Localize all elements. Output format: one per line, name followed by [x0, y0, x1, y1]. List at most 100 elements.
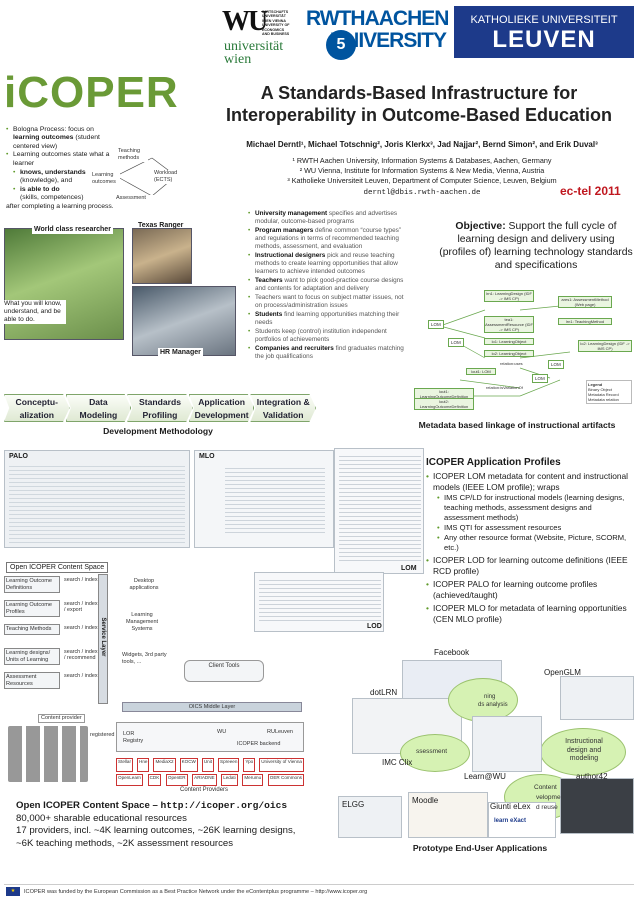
diagram-teaching: Teaching methods [118, 148, 148, 162]
lor-registry: LOR Registry [123, 731, 144, 744]
meta-node-tm: lrn1: TeachingMethod [558, 318, 612, 325]
affiliations: ¹ RWTH Aachen University, Information Sy… [210, 156, 634, 186]
lom-screenshot: LOM [334, 448, 424, 574]
oics-operation: search / index [64, 673, 98, 679]
prototype-collage: Facebook OpenGLM dotLRN ning ds analysis… [324, 646, 636, 840]
meta-node-lo2: lo2: LearningObject [484, 350, 534, 357]
content-provider: University of Vienna [259, 758, 304, 772]
contact-email[interactable]: derntl@dbis.rwth-aachen.de [363, 189, 481, 197]
lod-label: LOD [367, 623, 382, 630]
oics-summary-line-3: ~6K teaching methods, ~2K assessment res… [16, 837, 234, 849]
middle-layer-label: OICS Middle Layer [188, 704, 236, 710]
desktop-apps: Desktop applications [129, 578, 159, 591]
oics-url[interactable]: http://icoper.org/oics [160, 800, 288, 811]
stakeholder-item: Students find learning opportunities mat… [248, 311, 408, 327]
learnexact-shot [488, 802, 556, 838]
intro-sub-able: is able to do(skills, competences) [13, 186, 114, 203]
meta-relation-variation: relation:isVariationOf [486, 385, 523, 390]
lod-content [259, 577, 381, 621]
oics-resource-type: Learning Outcome Definitions [4, 576, 60, 594]
footer-text: ICOPER was funded by the European Commis… [24, 889, 368, 895]
lod-screenshot: LOD [254, 572, 384, 632]
metadata-linkage-diagram: lrn1: LearningDesign (IDF -> IMS CP) are… [400, 288, 634, 414]
author42-shot [560, 778, 634, 834]
oics-operation: search / index [64, 625, 98, 631]
meta-lom-label-2: LOM [448, 338, 464, 347]
researcher-panel: World class researcher Texas Ranger HR M… [4, 220, 236, 360]
intro-bullets: Bologna Process: focus on learning outco… [6, 126, 114, 211]
backend-rul: RULeuven [267, 729, 293, 735]
label-hr-manager: HR Manager [158, 348, 203, 357]
oics-resource-type: Teaching Methods [4, 624, 60, 635]
leuven-logo: KATHOLIEKE UNIVERSITEIT LEUVEN [454, 6, 634, 58]
service-layer-label: Service Layer [100, 617, 106, 657]
oics-summary-line-2: 17 providers, incl. ~4K learning outcome… [16, 825, 296, 836]
title-line-1: A Standards-Based Infrastructure for [260, 83, 578, 103]
meta-node-lod2: lout2: LearningOutcomeDefinition [414, 398, 474, 410]
profile-item: ICOPER LOD for learning outcome definiti… [426, 555, 634, 577]
middle-layer-bar: OICS Middle Layer [122, 702, 302, 712]
label-learnwu: Learn@WU [464, 772, 506, 781]
label-assessment: ssessment [416, 748, 448, 755]
authors: Michael Derntl¹, Michael Totschnig², Jor… [246, 140, 598, 149]
oics-operation: search / index / recommend [64, 649, 98, 662]
stakeholder-item: Instructional designers pick and reuse t… [248, 252, 408, 276]
widgets-tools: Widgets, 3rd party tools, ... [122, 652, 167, 665]
profile-sub-item: IMS QTI for assessment resources [437, 523, 634, 533]
label-giunti: Giunti eLex [490, 802, 531, 811]
footer-bar: ★ ICOPER was funded by the European Comm… [4, 884, 634, 898]
lom-content [339, 453, 421, 563]
meta-node-lout1: lout1: LOM [466, 368, 496, 375]
label-imcclix: IMC Clix [382, 758, 413, 767]
methodology-caption: Development Methodology [103, 426, 213, 436]
palo-label: PALO [9, 453, 28, 460]
profiles-title: ICOPER Application Profiles [426, 457, 561, 468]
intro-bullet-outcomes: Learning outcomes state what a learner k… [6, 151, 114, 202]
stakeholder-item: Teachers want to focus on subject matter… [248, 294, 408, 310]
eu-flag-icon: ★ [6, 887, 20, 896]
rwth-logo: RWTHAACHEN UNIVERSITY 5 [306, 7, 449, 60]
profiles-text: ICOPER Application Profiles ICOPER LOM m… [426, 456, 634, 625]
label-openglm: OpenGLM [544, 668, 581, 677]
backend-box: ICOPER backend LOR Registry WU RULeuven [116, 722, 304, 752]
diagram-learning: Learning outcomes [92, 172, 120, 186]
metadata-diagram-caption: Metadata based linkage of instructional … [418, 420, 616, 430]
diagram-workload: Workload (ECTS) [154, 170, 190, 184]
label-texas-ranger: Texas Ranger [138, 222, 184, 229]
rwth-logo-line1: RWTHAACHEN [306, 7, 449, 30]
content-provider: CDK [147, 774, 162, 786]
label-elgg: ELGG [342, 800, 365, 809]
prototype-caption: Prototype End-User Applications [412, 843, 548, 853]
lom-label: LOM [401, 565, 417, 572]
meta-node-ld1: lrn1: LearningDesign (IDF -> IMS CP) [484, 290, 534, 302]
stakeholder-list: University management specifies and adve… [248, 210, 408, 362]
content-provider: OpenLearn [116, 774, 143, 786]
meta-legend: Legend Binary Object Metadata Record Met… [586, 380, 632, 404]
leuven-logo-line2: LEUVEN [492, 26, 596, 53]
stakeholder-item: Program managers define common “course t… [248, 227, 408, 251]
lms-systems: Learning Management Systems [125, 612, 159, 632]
label-instructional-design: Instructional design and modeling [565, 738, 603, 762]
rwth-anniversary-badge: 5 [326, 30, 356, 60]
content-providers-label: Content Providers [180, 787, 229, 793]
content-provider: Hne [137, 758, 150, 772]
label-learnexact: learn eXact [494, 818, 527, 824]
oics-resource-type: Learning designs/ Units of Learning [4, 648, 60, 666]
objective-box: Objective: Support the full cycle of lea… [438, 220, 634, 272]
meta-lom-label-1: LOM [428, 320, 444, 329]
poster-title: A Standards-Based Infrastructure for Int… [200, 82, 638, 126]
meta-node-ares1: ares1: AssessmentMethod (Web page) [558, 296, 612, 308]
texas-ranger-photo [132, 228, 192, 284]
wu-logo-mark: WU [222, 6, 268, 37]
label-facebook: Facebook [434, 648, 470, 657]
content-provider: OER Commons [267, 774, 304, 786]
content-provider: ARIADNE [192, 774, 217, 786]
mlo-label: MLO [199, 453, 215, 460]
researcher-caption: What you will know, understand, and be a… [4, 300, 66, 324]
